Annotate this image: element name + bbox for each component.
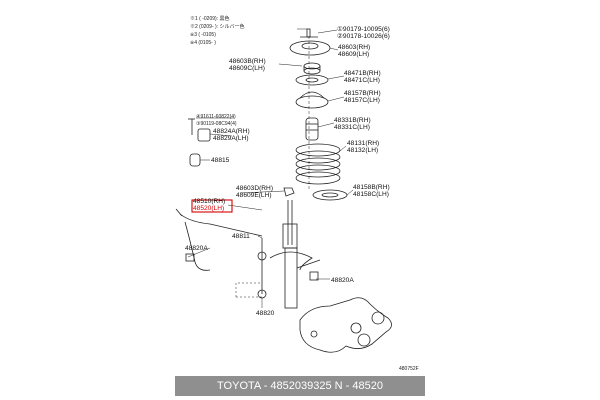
- top-bolt-icon: [306, 28, 311, 38]
- label-bump-rh: 48331B(RH): [334, 117, 371, 124]
- knuckle-icon: [299, 297, 392, 353]
- label-bolt-a: ④91611-60822(4): [196, 114, 236, 120]
- label-support-rh: 48603(RH): [338, 44, 370, 51]
- spring-seat-icon: [295, 74, 329, 86]
- labels-right: ①90179-10095(6) ②90178-10026(6) 48603(RH…: [229, 25, 390, 198]
- label-strut-lh: 48520(LH): [193, 205, 224, 212]
- label-bump-lh: 48331C(LH): [334, 124, 370, 131]
- label-top-bolt-2: ②90178-10026(6): [337, 32, 390, 40]
- diagram-code: 480752F: [399, 366, 419, 372]
- bracket-icon: [197, 128, 211, 142]
- note-1: ※1 ( -0209): 黒色: [190, 15, 229, 22]
- label-spring-rh: 48131(RH): [347, 140, 379, 147]
- label-bushing: 48815: [211, 157, 230, 164]
- coil-spring-icon: [295, 143, 341, 185]
- label-insulator-rh: 48157B(RH): [344, 90, 381, 97]
- strut-nut-icon: [283, 187, 295, 197]
- label-lower-ins-rh: 48158B(RH): [353, 184, 390, 191]
- note-3: ※3 ( -0105): [190, 32, 216, 38]
- note-4: ※4 (0105- ): [190, 40, 216, 46]
- label-link-nut: 48820A: [185, 245, 208, 252]
- labels-left: ④91611-60822(4) ③90119-08C94(4) 48824A(R…: [185, 114, 419, 372]
- lower-nut-icon: [309, 271, 319, 281]
- label-bracket-lh: 48829A(LH): [213, 135, 249, 142]
- bump-stopper-icon: [305, 117, 319, 141]
- label-upper-rh: 48603B(RH): [229, 58, 266, 65]
- stabilizer-bar-icon: [179, 213, 263, 237]
- label-seat-lh: 48471C(LH): [344, 77, 380, 84]
- label-upper-lh: 48609C(LH): [229, 65, 265, 72]
- label-top-bolt-1: ①90179-10095(6): [337, 25, 390, 33]
- label-bracket-rh: 48824A(RH): [213, 128, 250, 135]
- lower-insulator-icon: [312, 189, 348, 201]
- label-link: 48811: [232, 233, 250, 240]
- highlight-box: [191, 199, 233, 213]
- spring-insulator-icon: [295, 95, 329, 109]
- label-link-nut-2: 48820A: [331, 277, 354, 284]
- label-support-lh: 48609(LH): [338, 51, 369, 58]
- label-seat-rh: 48471B(RH): [344, 70, 381, 77]
- label-spring-lh: 48132(LH): [347, 147, 378, 154]
- label-nut-rh: 48603D(RH): [236, 185, 273, 192]
- link-nut-icon: [185, 253, 195, 262]
- label-lower-ins-lh: 48158C(LH): [353, 191, 389, 198]
- notes-block: ※1 ( -0209): 黒色 ※2 (0209- ): シルバー色 ※3 ( …: [190, 15, 244, 46]
- label-strut-rh: 48510(RH): [193, 198, 225, 205]
- note-2: ※2 (0209- ): シルバー色: [190, 23, 244, 30]
- strut-icon: [269, 200, 321, 309]
- label-link-bottom: 48820: [256, 310, 275, 317]
- part-number-footer: TOYOTA - 4852039325 N - 48520: [175, 376, 425, 396]
- bushing-icon: [189, 153, 201, 167]
- label-insulator-lh: 48157C(LH): [344, 97, 380, 104]
- label-bolt-b: ③90119-08C94(4): [196, 121, 237, 127]
- label-nut-lh: 48609E(LH): [236, 192, 272, 199]
